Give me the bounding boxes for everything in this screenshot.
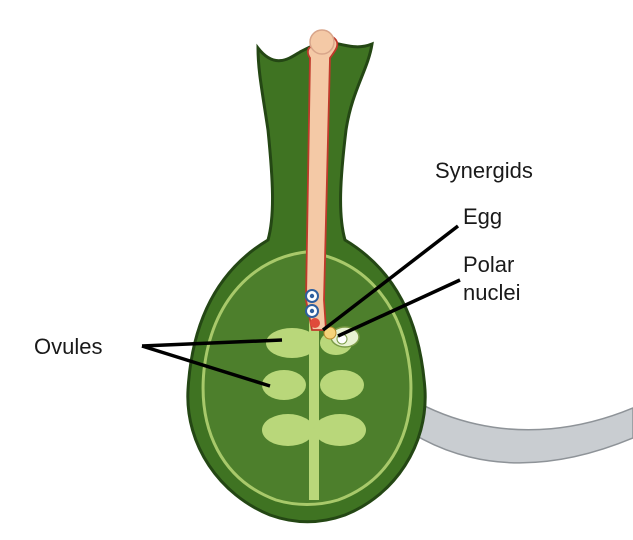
ovule — [314, 414, 366, 446]
ovule — [262, 370, 306, 400]
ovule — [320, 370, 364, 400]
synergids-label: Synergids — [435, 158, 533, 183]
sperm-nucleus-center — [309, 293, 315, 299]
leader-ovules-upper — [141, 338, 283, 348]
pollen-grain — [309, 29, 335, 55]
leader-ovules-lower — [141, 344, 271, 388]
egg-cell — [323, 326, 337, 340]
ovules-label: Ovules — [34, 334, 102, 359]
ovary-chamber — [201, 250, 413, 506]
polar-label-line1: Polar — [463, 252, 514, 277]
sperm-nucleus-center — [309, 308, 315, 314]
tube-nucleus — [310, 318, 320, 328]
leader-egg — [321, 224, 460, 332]
leader-polar — [337, 278, 461, 338]
egg-label: Egg — [463, 204, 502, 229]
polar-label-line2: nuclei — [463, 280, 520, 305]
ovule — [262, 414, 314, 446]
ovule — [266, 328, 318, 358]
